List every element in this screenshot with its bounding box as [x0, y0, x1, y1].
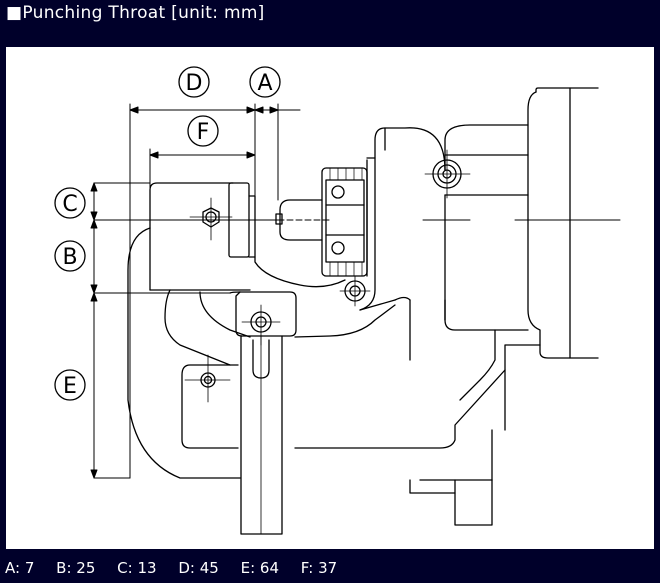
- label-a: A: [249, 66, 281, 98]
- label-b: B: [54, 240, 86, 272]
- diagram-panel: D A F C B E: [6, 47, 654, 549]
- dimension-labels: D A F C B E: [54, 66, 281, 401]
- dim-a: A: 7: [5, 559, 35, 577]
- dim-e: E: 64: [240, 559, 280, 577]
- svg-text:E: E: [63, 374, 77, 399]
- label-f: F: [187, 115, 219, 147]
- svg-text:D: D: [186, 71, 203, 96]
- punching-throat-diagram: D A F C B E: [54, 66, 621, 535]
- dim-d: D: 45: [178, 559, 219, 577]
- svg-text:A: A: [257, 71, 272, 96]
- throat-frame: [127, 182, 396, 535]
- title-bullet: ■: [6, 3, 23, 23]
- title-text: Punching Throat [unit: mm]: [22, 3, 265, 23]
- dimension-lines: [90, 103, 331, 479]
- label-d: D: [178, 66, 210, 98]
- dim-b: B: 25: [56, 559, 96, 577]
- ram-assembly: [275, 149, 471, 311]
- svg-text:B: B: [62, 245, 77, 270]
- dim-c: C: 13: [117, 559, 157, 577]
- dim-f: F: 37: [300, 559, 338, 577]
- label-c: C: [54, 187, 86, 219]
- svg-text:C: C: [62, 192, 77, 217]
- svg-text:F: F: [197, 120, 210, 145]
- machine-body: [294, 87, 621, 526]
- label-e: E: [54, 369, 86, 401]
- page-title: ■Punching Throat [unit: mm]: [6, 2, 265, 24]
- dimension-values: A: 7 B: 25 C: 13 D: 45 E: 64 F: 37: [5, 558, 354, 578]
